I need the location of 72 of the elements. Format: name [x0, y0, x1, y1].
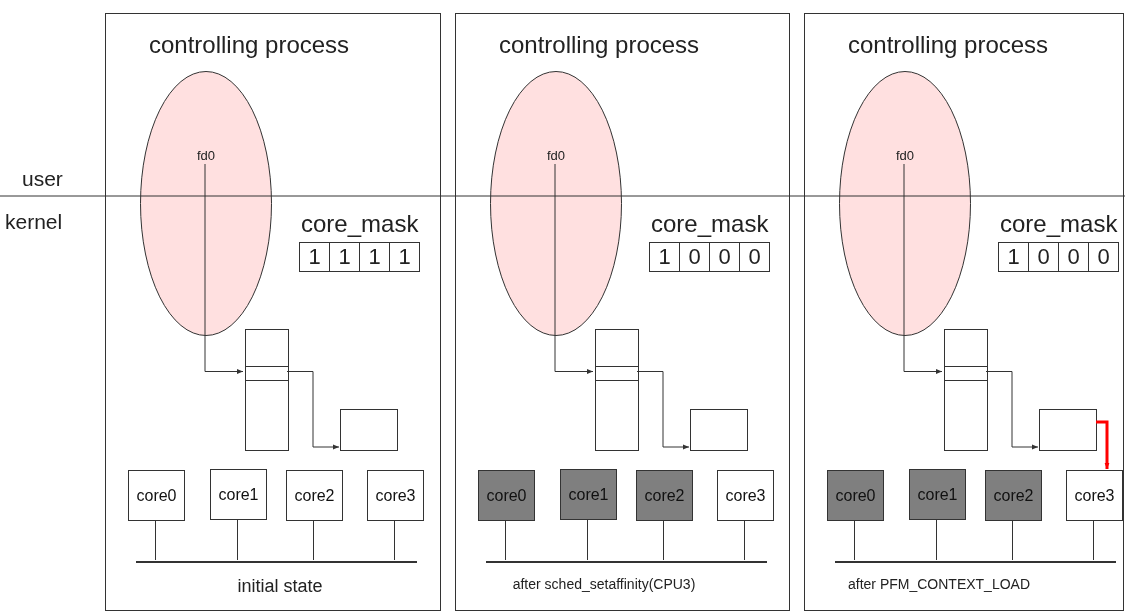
- bus-stub: [587, 518, 588, 561]
- core-box: core2: [636, 470, 693, 521]
- bus-stub: [1093, 519, 1094, 561]
- file-table: [595, 329, 639, 451]
- core-box: core3: [367, 470, 424, 521]
- bus-stub: [1012, 519, 1013, 561]
- panel-frame: [455, 13, 790, 611]
- table-entry: [944, 366, 988, 381]
- arrow: [554, 163, 594, 374]
- bus-stub: [313, 519, 314, 561]
- mask-bit: 1: [299, 242, 330, 272]
- bus-stub: [663, 519, 664, 561]
- arrow: [903, 163, 943, 374]
- file-table: [245, 329, 289, 451]
- panel-caption: initial state: [237, 576, 323, 597]
- bus-stub: [744, 519, 745, 561]
- table-entry: [595, 366, 639, 381]
- bus-stub: [237, 518, 238, 561]
- bus-line: [835, 561, 1116, 563]
- mask-bit: 1: [389, 242, 420, 272]
- core-box: core1: [560, 469, 617, 520]
- panel-frame: [804, 13, 1124, 611]
- process-heading: controlling process: [848, 32, 1049, 59]
- mask-heading: core_mask: [651, 211, 769, 238]
- mask-bit: 0: [679, 242, 710, 272]
- mask-heading: core_mask: [1000, 211, 1118, 238]
- context-box: [340, 409, 398, 451]
- mask-bit: 1: [329, 242, 360, 272]
- context-box: [690, 409, 748, 451]
- mask-bit: 0: [709, 242, 740, 272]
- core-box: core1: [210, 469, 267, 520]
- table-entry: [245, 366, 289, 381]
- core-box: core3: [717, 470, 774, 521]
- mask-heading: core_mask: [301, 211, 419, 238]
- layer-label: user: [22, 167, 63, 191]
- core-box: core3: [1066, 470, 1123, 521]
- context-box: [1039, 409, 1097, 451]
- mask-bit: 1: [998, 242, 1029, 272]
- panel-frame: [105, 13, 441, 611]
- descriptor-label: fd0: [196, 149, 216, 162]
- arrow: [985, 371, 1039, 450]
- mask-bit: 0: [1058, 242, 1089, 272]
- arrow: [636, 371, 690, 450]
- bus-stub: [854, 519, 855, 561]
- core-box: core2: [286, 470, 343, 521]
- bus-line: [136, 561, 417, 563]
- process-heading: controlling process: [499, 32, 700, 59]
- mask-bit: 1: [359, 242, 390, 272]
- bus-line: [486, 561, 767, 563]
- core-box: core0: [128, 470, 185, 521]
- descriptor-label: fd0: [546, 149, 566, 162]
- core-box: core1: [909, 469, 966, 520]
- descriptor-label: fd0: [895, 149, 915, 162]
- arrow: [286, 371, 340, 450]
- mask-bit: 0: [1028, 242, 1059, 272]
- file-table: [944, 329, 988, 451]
- mask-bit: 0: [739, 242, 770, 272]
- arrow: [1096, 420, 1110, 469]
- arrow: [204, 163, 244, 374]
- layer-label: kernel: [5, 210, 63, 234]
- bus-stub: [936, 518, 937, 561]
- panel-caption: after PFM_CONTEXT_LOAD: [848, 576, 1030, 592]
- bus-stub: [394, 519, 395, 561]
- core-box: core2: [985, 470, 1042, 521]
- core-box: core0: [827, 470, 884, 521]
- mask-bit: 0: [1088, 242, 1119, 272]
- mask-bit: 1: [649, 242, 680, 272]
- bus-stub: [155, 519, 156, 561]
- core-box: core0: [478, 470, 535, 521]
- process-heading: controlling process: [149, 32, 350, 59]
- bus-stub: [505, 519, 506, 561]
- panel-caption: after sched_setaffinity(CPU3): [512, 576, 696, 592]
